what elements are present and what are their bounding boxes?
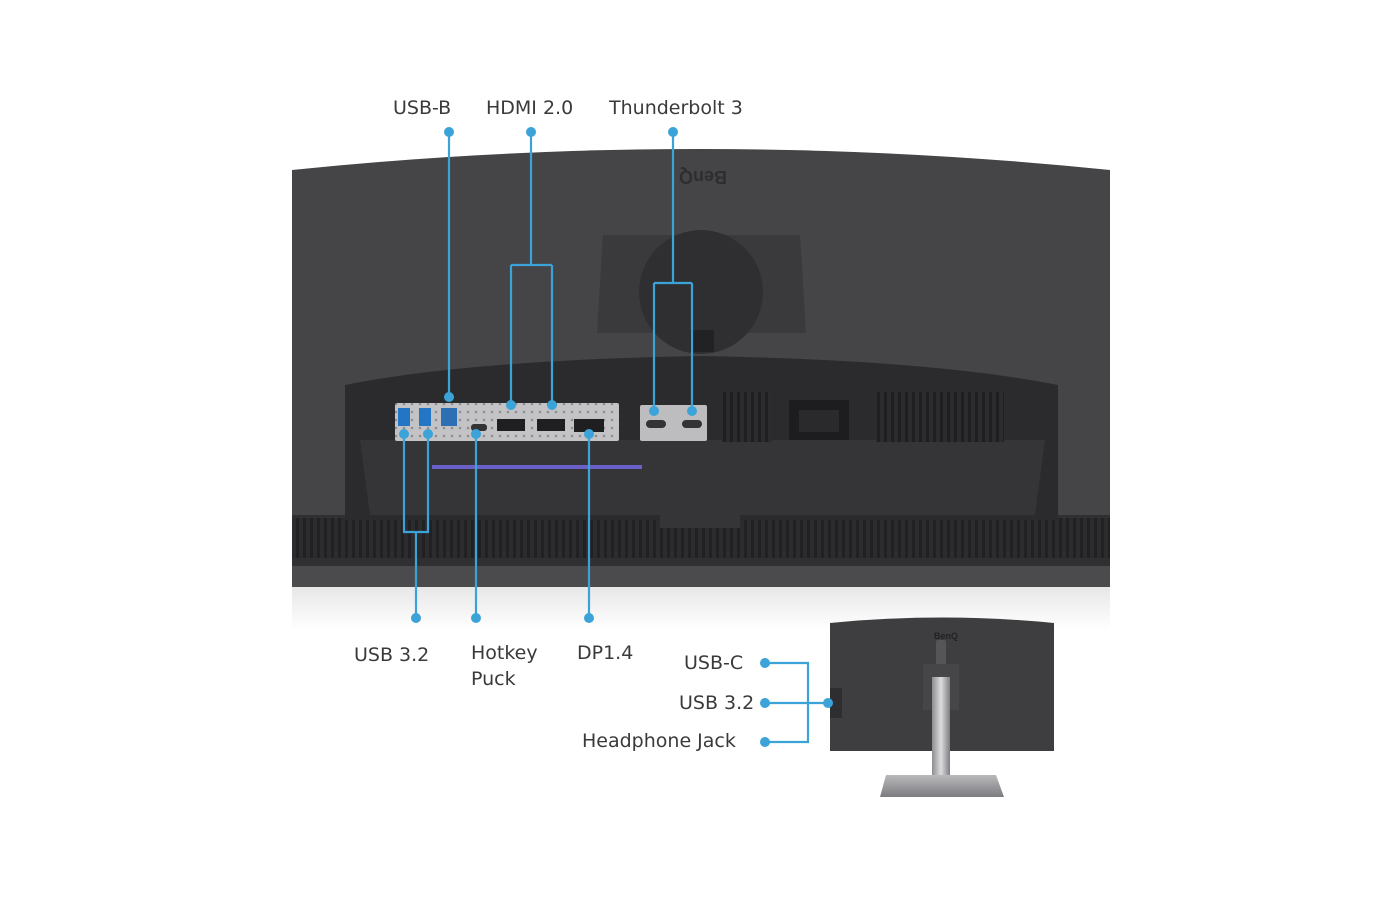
side-port-bay [830,688,842,718]
callout-dots-main [399,127,697,623]
label-hotkey-puck: Hotkey Puck [471,642,538,690]
monitor-rear-view: BenQ [292,149,1110,630]
thunderbolt-port-1 [646,420,666,428]
label-thunderbolt: Thunderbolt 3 [609,97,743,119]
monitor-side-view: BenQ [830,617,1054,797]
label-hdmi: HDMI 2.0 [486,97,574,119]
callout-lines-side [765,661,828,744]
displayport-port [574,419,604,432]
label-usb-3-2: USB 3.2 [354,644,430,666]
hdmi-port-2 [537,419,565,431]
side-brand-logo: BenQ [934,631,958,641]
usb-a-port-2 [419,408,431,426]
callout-lines-main [402,132,694,618]
label-side-usb-3-2: USB 3.2 [679,692,755,714]
side-vent-left [722,392,772,442]
brand-logo: BenQ [679,167,727,187]
label-side-usb-c: USB-C [684,652,744,674]
stand-neck-slot [660,470,740,528]
stand-pole [932,677,950,793]
usb-b-port [441,408,457,426]
label-side-headphone: Headphone Jack [582,730,736,752]
label-dp: DP1.4 [577,642,634,664]
thunderbolt-port-2 [682,420,702,428]
hdmi-port-1 [497,419,525,431]
label-usb-b: USB-B [393,97,452,119]
side-vent-right [876,392,1004,442]
callout-dots-side [760,658,833,747]
stand-mount-hub [639,230,763,354]
stand-base [880,775,1004,797]
usb-a-port-1 [398,408,410,426]
port-label-strip [432,465,642,469]
